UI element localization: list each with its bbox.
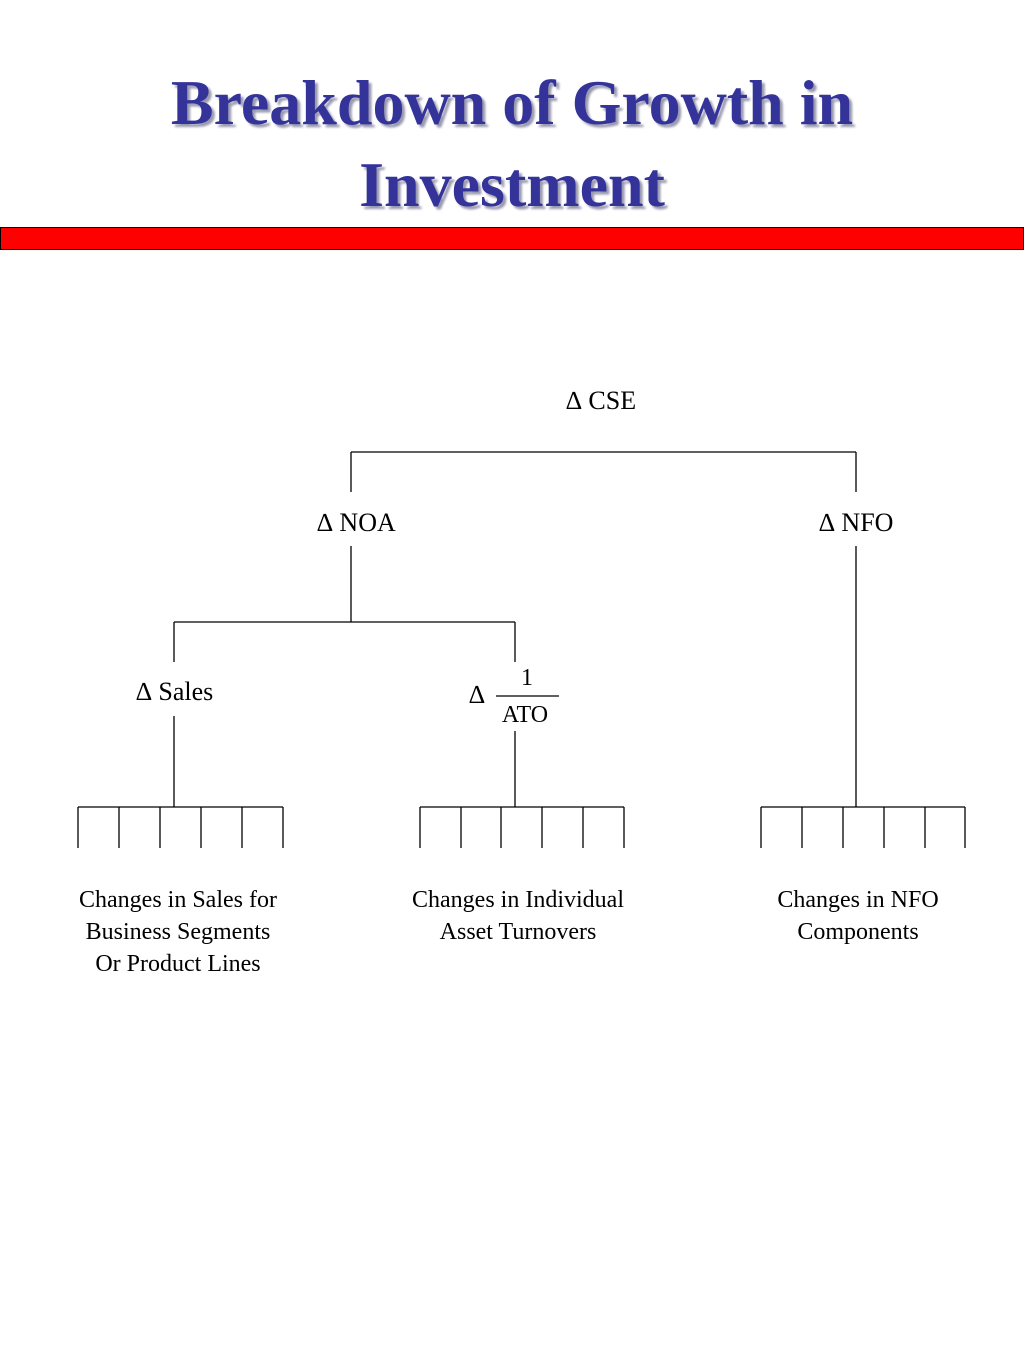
node-sales-label: Sales xyxy=(158,677,214,706)
comb-sales xyxy=(77,806,284,848)
caption-line: Asset Turnovers xyxy=(439,919,597,945)
title-line-2: Investment xyxy=(359,149,665,220)
caption-nfo-components: Changes in NFO Components xyxy=(718,884,998,948)
node-sales: ∆ Sales xyxy=(136,677,213,707)
caption-line: Changes in Individual xyxy=(412,887,624,913)
node-cse-label: CSE xyxy=(588,386,637,415)
fraction-denominator: ATO xyxy=(501,702,549,728)
caption-sales-segments: Changes in Sales for Business Segments O… xyxy=(38,884,318,980)
delta-symbol: ∆ xyxy=(566,386,582,415)
node-noa: ∆ NOA xyxy=(317,508,396,538)
delta-symbol: ∆ xyxy=(819,508,835,537)
delta-symbol: ∆ xyxy=(469,680,485,709)
node-nfo: ∆ NFO xyxy=(819,508,893,538)
caption-line: Components xyxy=(797,919,919,945)
node-nfo-label: NFO xyxy=(841,508,894,537)
caption-asset-turnovers: Changes in Individual Asset Turnovers xyxy=(378,884,658,948)
fraction-numerator: 1 xyxy=(521,665,533,691)
delta-symbol: ∆ xyxy=(136,677,152,706)
caption-line: Business Segments xyxy=(85,919,271,945)
caption-line: Or Product Lines xyxy=(95,951,261,977)
caption-line: Changes in Sales for xyxy=(79,887,277,913)
comb-nfo xyxy=(760,806,966,848)
caption-line: Changes in NFO xyxy=(777,887,939,913)
slide-title: Breakdown of Growth in Investment xyxy=(0,62,1024,226)
comb-ato xyxy=(419,806,625,848)
node-noa-label: NOA xyxy=(339,508,396,537)
delta-symbol: ∆ xyxy=(317,508,333,537)
title-line-1: Breakdown of Growth in xyxy=(170,67,854,138)
node-cse: ∆ CSE xyxy=(566,386,636,416)
